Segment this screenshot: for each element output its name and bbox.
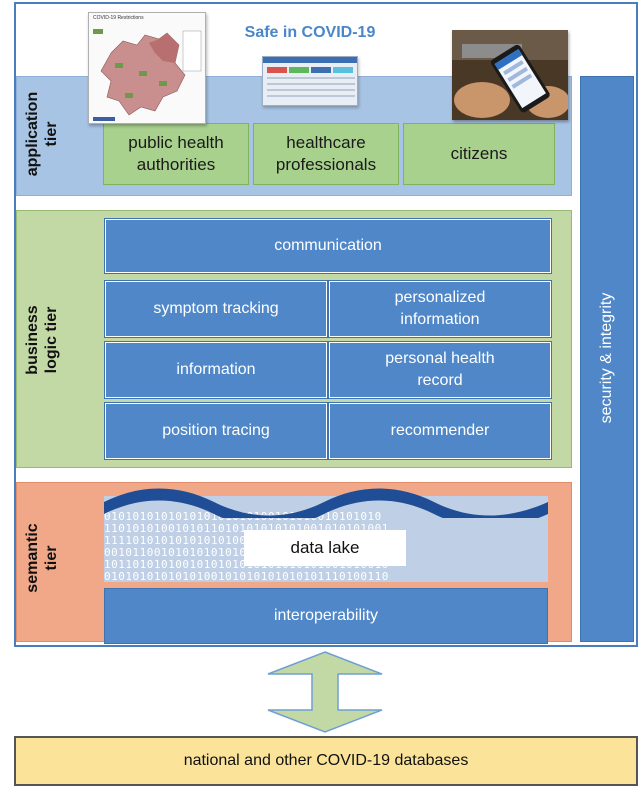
module-recommender: recommender [328,402,552,460]
module-communication: communication [104,218,552,274]
dashboard-shape [263,57,357,97]
user-box-citizens: citizens [403,123,555,185]
security-label: security & integrity [598,292,615,424]
business-tier-label: business logic tier [24,305,60,375]
module-information: information [104,341,328,399]
smartphone-photo-icon [452,30,568,120]
double-arrow-icon [267,651,383,733]
data-lake-label: data lake [244,530,406,566]
web-dashboard-icon [262,56,358,106]
map-shape [93,29,202,121]
module-symptom-tracking: symptom tracking [104,280,328,338]
page-title: Safe in COVID-19 [244,24,376,41]
user-box-public-health: public health authorities [103,123,249,185]
europe-map-icon: COVID-19 Restrictions [88,12,206,124]
business-logic-tier: business logic tier communication sympto… [16,210,572,468]
module-personalized-information: personalized information [328,280,552,338]
binary-row: 0101010101010100101010101010101110100110 [104,570,389,582]
wave-icon [104,488,548,518]
security-integrity-bar: security & integrity [580,76,634,642]
phone-photo-shape [452,30,568,120]
databases-box: national and other COVID-19 databases [14,736,638,786]
map-thumbnail-title: COVID-19 Restrictions [93,15,144,21]
semantic-tier-label: semantic tier [24,523,60,593]
module-position-tracing: position tracing [104,402,328,460]
application-tier-label: application tier [24,91,60,177]
module-personal-health-record: personal health record [328,341,552,399]
user-box-healthcare: healthcare professionals [253,123,399,185]
interoperability-box: interoperability [104,588,548,644]
